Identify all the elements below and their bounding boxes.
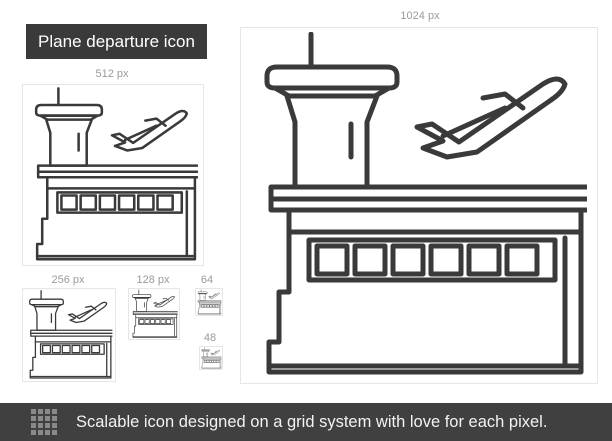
icon-preview-64 [195, 288, 223, 316]
icon-preview-512 [22, 84, 204, 266]
icon-preview-128 [128, 288, 180, 340]
icon-preview-48 [199, 346, 223, 370]
size-label-64: 64 [200, 274, 214, 286]
airport-icon [197, 289, 222, 315]
icon-preview-1024 [240, 27, 598, 384]
airport-icon [29, 290, 113, 379]
airport-icon [201, 347, 222, 369]
size-label-512: 512 px [95, 68, 129, 80]
size-label-1024: 1024 px [400, 10, 440, 22]
icon-preview-256 [22, 288, 116, 382]
size-label-48: 48 [203, 332, 217, 344]
footer-bar: Scalable icon designed on a grid system … [0, 403, 612, 441]
page-title: Plane departure icon [26, 24, 207, 59]
airport-icon [132, 289, 178, 338]
size-label-128: 128 px [136, 274, 170, 286]
airport-icon [241, 28, 597, 383]
size-label-256: 256 px [51, 274, 85, 286]
grid-icon [31, 409, 57, 435]
footer-tagline: Scalable icon designed on a grid system … [76, 413, 548, 431]
airport-icon [34, 87, 198, 261]
